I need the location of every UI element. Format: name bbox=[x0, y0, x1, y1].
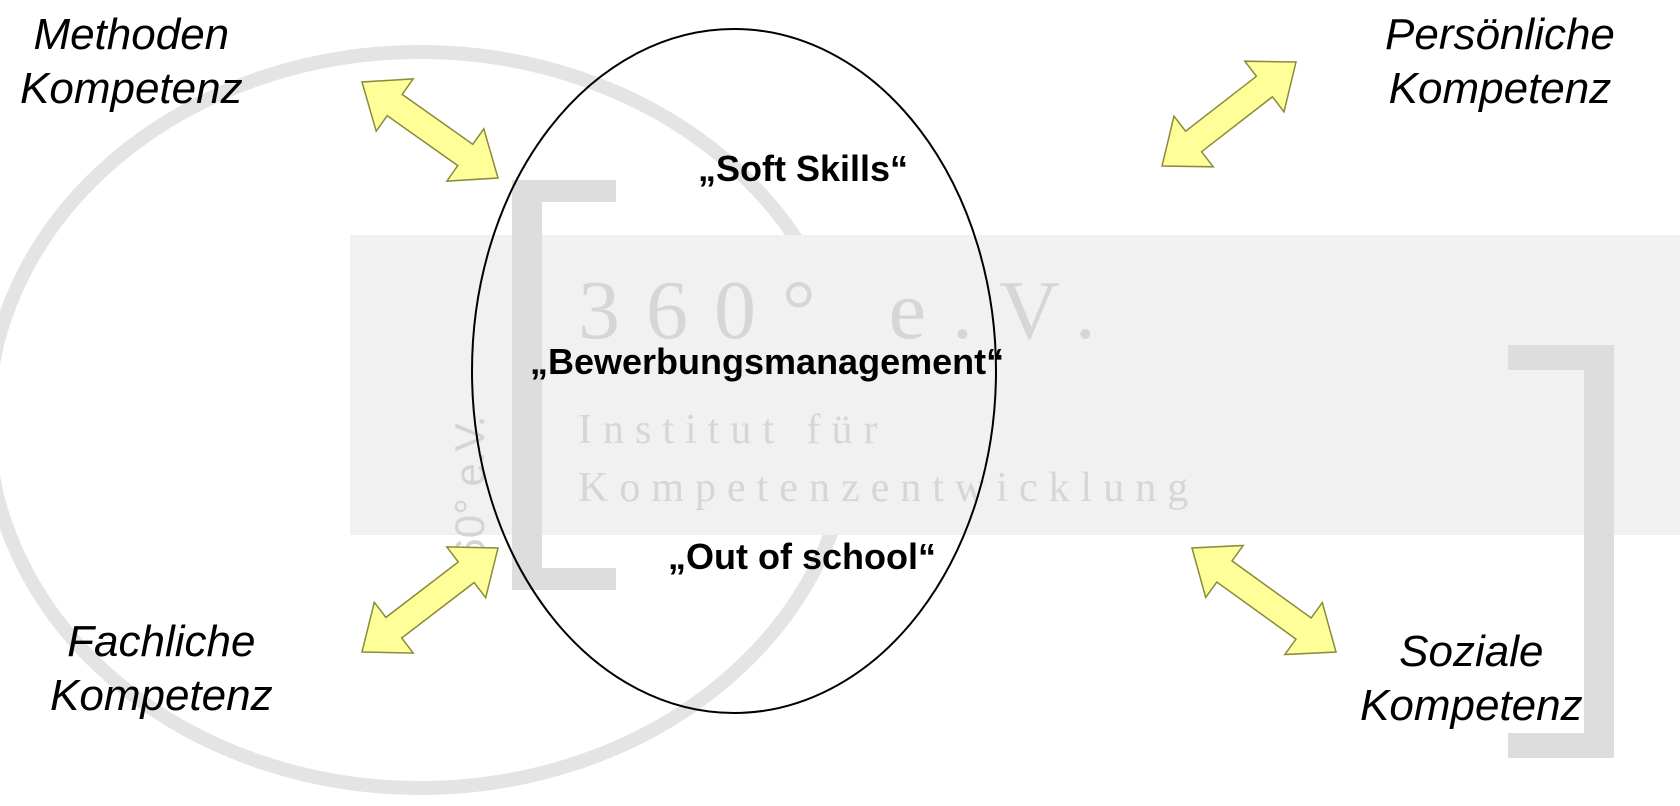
soft-skills-label: „Soft Skills“ bbox=[698, 148, 909, 189]
soziale-kompetenz-line1: Soziale bbox=[1399, 627, 1544, 676]
watermark-subtitle-line1: Institut für bbox=[578, 407, 889, 453]
watermark-subtitle-line2: Kompetenzentwicklung bbox=[578, 465, 1200, 511]
fachliche-kompetenz-label: Fachliche Kompetenz bbox=[50, 615, 273, 723]
methoden-kompetenz-line1: Methoden bbox=[33, 10, 230, 59]
out-of-school-label: „Out of school“ bbox=[668, 536, 936, 577]
persoenliche-kompetenz-line1: Persönliche bbox=[1385, 10, 1615, 59]
watermark-gray-panel bbox=[350, 235, 1680, 535]
soziale-kompetenz-label: Soziale Kompetenz bbox=[1360, 625, 1583, 733]
arrow-persoenliche-icon bbox=[1161, 60, 1297, 168]
fachliche-kompetenz-line2: Kompetenz bbox=[50, 671, 273, 720]
fachliche-kompetenz-line1: Fachliche bbox=[67, 617, 256, 666]
bewerbungsmanagement-label: „Bewerbungsmanagement“ bbox=[530, 341, 1005, 382]
arrow-soziale-icon bbox=[1191, 544, 1337, 656]
watermark-left-bracket bbox=[512, 180, 616, 590]
watermark-title: 360° e.V. bbox=[578, 264, 1122, 357]
soziale-kompetenz-line2: Kompetenz bbox=[1360, 681, 1583, 730]
watermark-right-bracket bbox=[1508, 345, 1614, 758]
arrow-fachliche-icon bbox=[361, 546, 499, 654]
central-circle bbox=[471, 28, 997, 714]
methoden-kompetenz-label: Methoden Kompetenz bbox=[20, 8, 243, 116]
persoenliche-kompetenz-line2: Kompetenz bbox=[1388, 64, 1612, 113]
persoenliche-kompetenz-label: Persönliche Kompetenz bbox=[1385, 8, 1615, 116]
methoden-kompetenz-line2: Kompetenz bbox=[20, 64, 243, 113]
arrow-methoden-icon bbox=[361, 78, 499, 182]
